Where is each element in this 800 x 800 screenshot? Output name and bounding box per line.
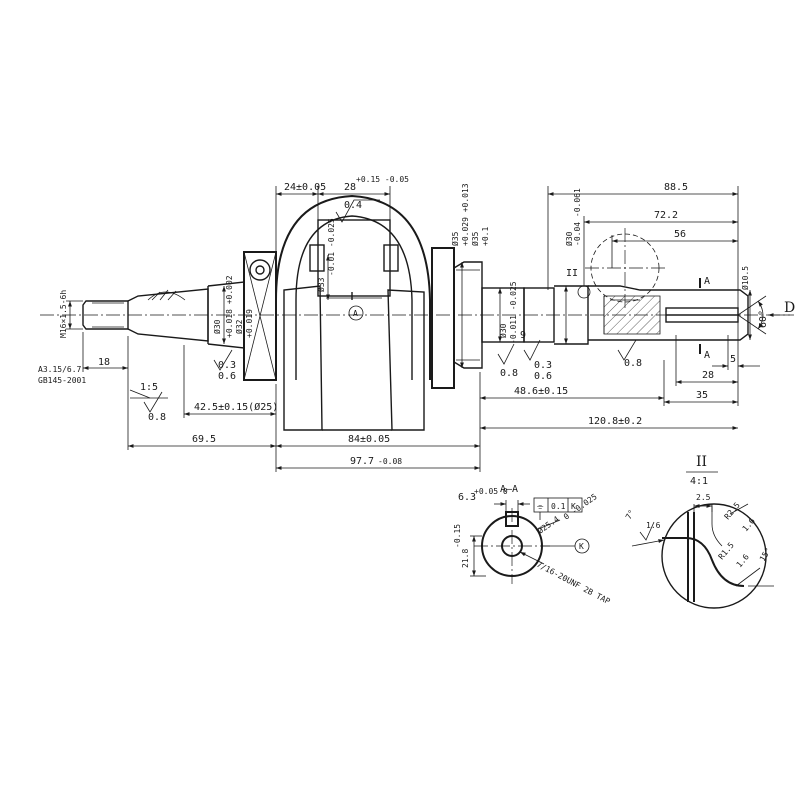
dim-0-6-left: 0.6	[218, 371, 236, 382]
dim-120-8: 120.8±0.2	[588, 416, 642, 427]
dim-d35-b-tol: +0.1	[481, 227, 490, 246]
section-AA-6-3: 6.3	[458, 492, 476, 503]
section-AA-d25-4: Ø25.4	[535, 514, 561, 536]
dim-d35-b: Ø35	[470, 231, 480, 246]
section-AA-d25-4-tol: 0 -0.025	[562, 492, 599, 522]
dim-60deg: 60°	[758, 310, 769, 328]
taper-journal	[127, 286, 209, 344]
detail-II-1-6-bottom: 1.6	[735, 552, 751, 569]
dim-d30-right-tol: -0.04 -0.061	[573, 188, 582, 246]
detail-II-1-6-left: 1.6	[646, 521, 661, 530]
dim-84: 84±0.05	[348, 434, 390, 445]
detail-II-title: II	[696, 454, 707, 470]
dim-9: 9	[520, 330, 526, 341]
section-A-bottom: A	[704, 350, 710, 361]
dim-42-5: 42.5±0.15(Ø25)	[194, 401, 278, 413]
detail-II-15deg: 15°	[758, 546, 773, 563]
dim-56: 56	[674, 229, 686, 240]
dim-5: 5	[730, 354, 736, 365]
dim-d35-a-tol: +0.029 +0.013	[461, 183, 470, 246]
dim-d33: Ø33	[316, 277, 326, 292]
main-view	[40, 194, 790, 431]
datum-A-circle	[348, 305, 364, 321]
section-AA: A–A 6.3 +0.05 0 ⌯ 0.1 K 21.8 -0.15	[453, 484, 612, 606]
tolerance-frame: ⌯ 0.1 K	[533, 497, 583, 520]
tolerance-symbol: ⌯	[537, 502, 544, 511]
dim-d30-right: Ø30	[564, 231, 574, 246]
tolerance-datum: K	[571, 502, 576, 511]
dim-28-right: 28	[702, 370, 714, 381]
dim-d30-left: Ø30	[212, 319, 222, 334]
dim-69-5: 69.5	[192, 434, 216, 445]
main-labels: 24±0.05 28 +0.15 -0.05 0.4 Ø33 -0.01 -0.…	[38, 175, 795, 467]
shaft-right	[554, 285, 749, 345]
dim-24: 24±0.05	[284, 182, 326, 193]
dim-97-7-tol: -0.08	[378, 457, 402, 466]
detail-II-label: II	[566, 268, 578, 279]
dim-97-7: 97.7	[350, 456, 374, 467]
dim-m16: M16×1.5-6h	[59, 290, 68, 338]
tolerance-value: 0.1	[551, 502, 566, 511]
taper-roughness: 0.8	[148, 412, 166, 423]
section-AA-6-3-tol: +0.05 0	[474, 487, 508, 496]
center-hole-note: A3.15/6.7	[38, 365, 82, 374]
detail-II-2-5: 2.5	[696, 493, 711, 502]
dim-28: 28	[344, 182, 356, 193]
datum-K-label: K	[579, 542, 584, 551]
dim-0-6-mid: 0.6	[534, 371, 552, 382]
dim-0-3-left: 0.3	[218, 360, 236, 371]
standard-note: GB145-2001	[38, 376, 86, 385]
dim-d33-tol: -0.01 -0.025	[327, 218, 336, 276]
dim-d30-mid-tol: -0.011 -0.025	[509, 281, 518, 344]
view-D-arrow: D	[784, 300, 795, 316]
section-AA-tap: 7/16-20UNF 2B TAP	[535, 560, 612, 606]
dim-d30-mid: Ø30	[498, 323, 508, 338]
dim-d32-tol: +0.019	[245, 309, 254, 338]
dim-0-8-mid: 0.8	[500, 368, 518, 379]
roughness-marks	[129, 199, 637, 413]
dim-0-4: 0.4	[344, 200, 362, 211]
crank-web	[275, 194, 431, 431]
dim-72-2: 72.2	[654, 210, 678, 221]
dim-d10-5: Ø10.5	[740, 266, 750, 290]
dim-48-6: 48.6±0.15	[514, 386, 568, 397]
detail-II-scale: 4:1	[690, 476, 708, 487]
dim-0-8-right: 0.8	[624, 358, 642, 369]
section-A-top: A	[704, 276, 710, 287]
detail-II-1-6-right: 1.6	[741, 516, 757, 533]
taper-ratio: 1:5	[140, 382, 158, 393]
dimension-lines	[66, 186, 794, 472]
dim-28-tol: +0.15 -0.05	[356, 175, 409, 184]
detail-II: II 4:1 2.5 R2.5 1.6 R1.5 1.6 1.6 7° 15°	[624, 454, 774, 609]
dim-88-5: 88.5	[664, 182, 688, 193]
detail-II-circle	[661, 503, 767, 609]
dim-0-3-mid: 0.3	[534, 360, 552, 371]
dim-35: 35	[696, 390, 708, 401]
detail-II-7deg: 7°	[624, 508, 637, 521]
dim-d35-a: Ø35	[450, 231, 460, 246]
section-AA-21-8: 21.8	[461, 549, 470, 568]
dim-d30-left-tol: +0.018 +0.002	[225, 275, 234, 338]
section-AA-title: A–A	[500, 484, 518, 495]
datum-A-text: A	[353, 309, 358, 318]
dim-18: 18	[98, 357, 110, 368]
section-AA-21-8-tol: -0.15	[453, 524, 462, 548]
dim-d32: Ø32	[234, 319, 244, 334]
